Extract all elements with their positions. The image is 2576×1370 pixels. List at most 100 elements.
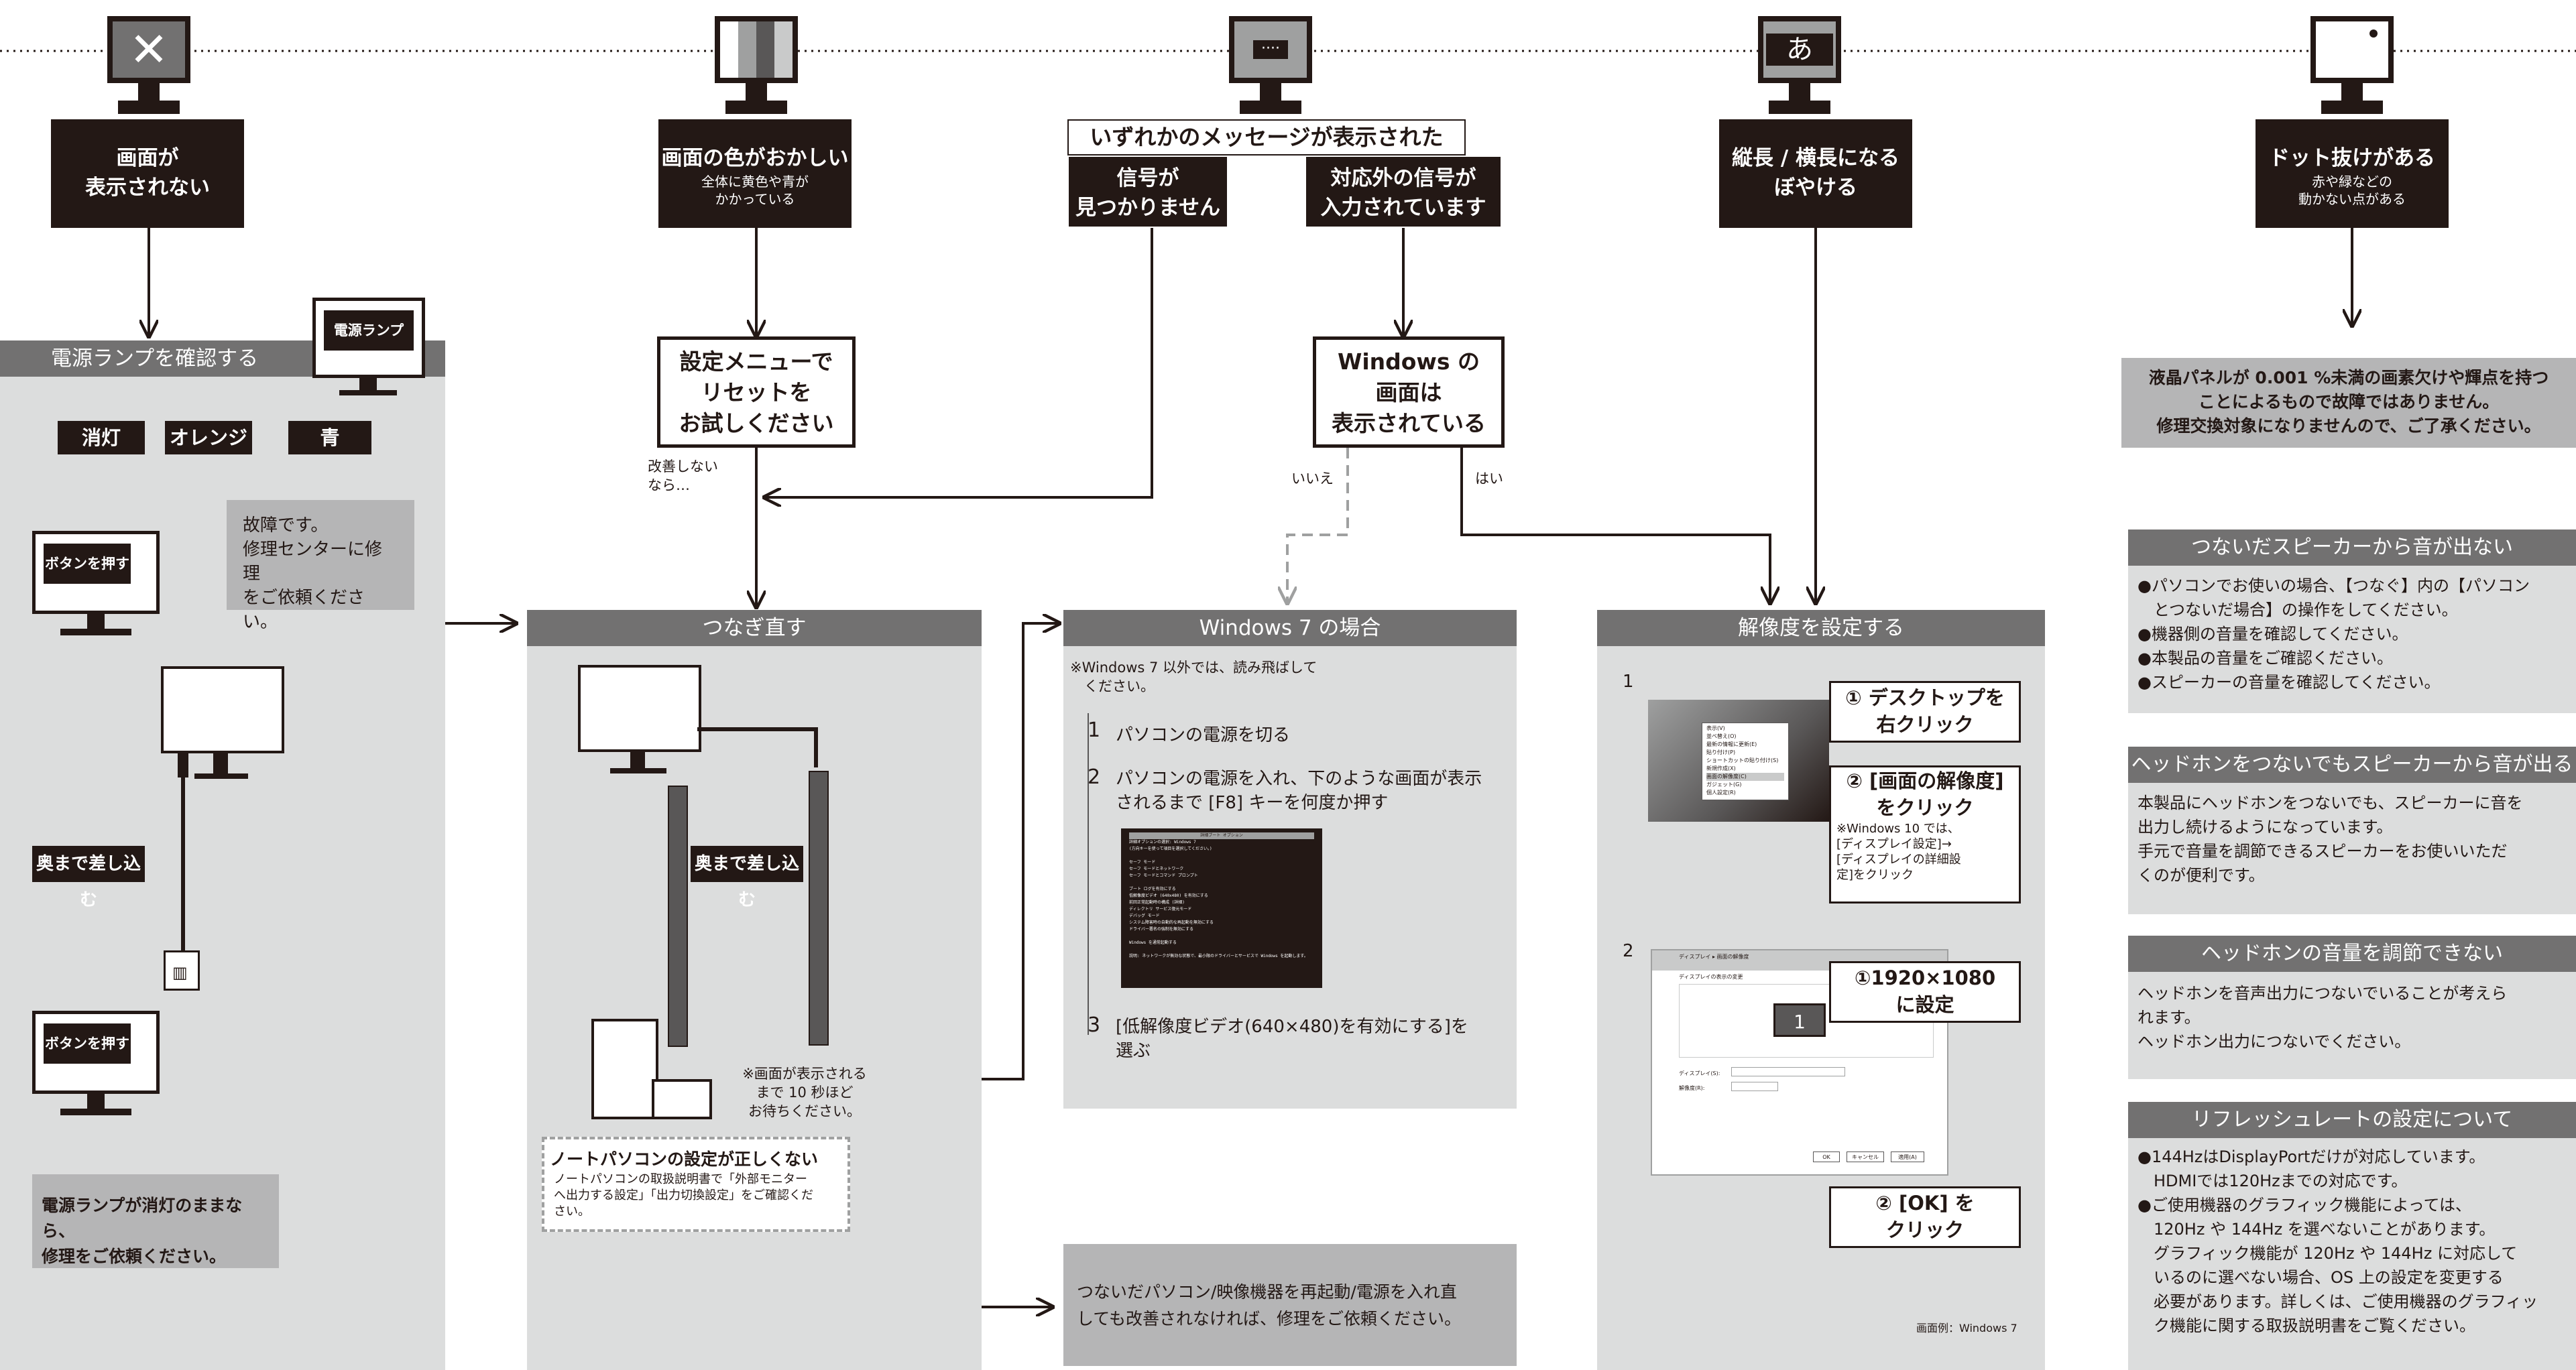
context-menu-item[interactable]: 並べ替え(O): [1706, 733, 1737, 739]
callout-click-ok: ② [OK] を クリック: [1829, 1186, 2021, 1248]
context-menu-item[interactable]: ガジェット(G): [1706, 782, 1742, 788]
boot-line: 低解像度ビデオ (640x480) を有効にする: [1129, 893, 1208, 898]
boot-line: システム障害時の自動的な再起動を無効にする: [1129, 920, 1214, 925]
dialog-monitor-number[interactable]: 1: [1773, 1003, 1826, 1037]
refresh-rate-panel: リフレッシュレートの設定について ●144HzはDisplayPortだけが対応…: [2128, 1102, 2576, 1370]
resolution-step2-num: 2: [1623, 941, 1634, 961]
screen-example-caption: 画面例：Windows 7: [1916, 1322, 2017, 1334]
context-menu-item[interactable]: ショートカットの貼り付け(S): [1706, 757, 1779, 763]
context-menu-item-resolution[interactable]: 画面の解像度(C): [1706, 773, 1784, 781]
wait-note: ※画面が表示される まで 10 秒ほど お待ちください。: [742, 1066, 867, 1119]
win7-panel: Windows 7 の場合 ※Windows 7 以外では、読み飛ばして くださ…: [1063, 610, 1517, 1109]
lamp-state-off: 消灯: [58, 421, 145, 454]
dialog-cancel-button[interactable]: キャンセル: [1847, 1151, 1884, 1162]
headphone-volume-body: ヘッドホンを音声出力につないでいることが考えら れます。 ヘッドホン出力につない…: [2138, 984, 2508, 1051]
refresh-rate-body: ●144HzはDisplayPortだけが対応しています。 HDMIでは120H…: [2138, 1147, 2538, 1335]
power-lamp-panel: 電源ランプを確認する 消灯 オレンジ 青 故障です。 修理センターに修理 をご依…: [0, 340, 445, 1370]
callout-screen-resolution: ② [画面の解像度] をクリック ※Windows 10 では、 [ディスプレイ…: [1829, 765, 2021, 904]
win7-step1-num: 1: [1088, 719, 1101, 742]
win7-note: ※Windows 7 以外では、読み飛ばして ください。: [1070, 660, 1318, 694]
laptop-setting-callout: ノートパソコンの設定が正しくない ノートパソコンの取扱説明書で「外部モニター へ…: [542, 1137, 850, 1232]
context-menu-item[interactable]: 新規作成(X): [1706, 765, 1736, 771]
video-cable-icon: [668, 786, 688, 1047]
plug-in-tag-center: 奥まで差し込む: [691, 846, 803, 910]
lamp-state-orange: オレンジ: [165, 421, 252, 454]
symptom-color-title: 画面の色がおかしい: [661, 146, 849, 170]
symptom-aspect: 縦長 / 横長になる ぼやける: [1719, 119, 1912, 228]
arrow-yes-to-resolution: [1460, 448, 1770, 603]
boot-line: ディレクトリ サービス復元モード: [1129, 907, 1192, 912]
message-banner: いずれかのメッセージが表示された: [1067, 119, 1466, 155]
outlet-icon: ▥: [164, 950, 200, 991]
boot-line: 前回正常起動時の構成 (詳細): [1129, 900, 1185, 905]
dialog-heading: ディスプレイの表示の変更: [1679, 974, 1743, 980]
context-menu: 表示(V) 並べ替え(O) 最新の情報に更新(E) 貼り付け(P) ショートカッ…: [1702, 723, 1789, 800]
power-plug-icon: [178, 751, 188, 777]
dialog-display-label: ディスプレイ(S):: [1679, 1070, 1720, 1076]
monitor-press-button-2: ボタンを押す: [32, 1011, 160, 1094]
desktop-screenshot: 表示(V) 並べ替え(O) 最新の情報に更新(E) 貼り付け(P) ショートカッ…: [1648, 700, 1829, 822]
power-lamp-badge: 電源ランプ: [312, 298, 425, 378]
win7-step2-num: 2: [1088, 765, 1101, 789]
pc-tower-icon: [591, 1019, 658, 1119]
boot-line: セーフ モードとコマンド プロンプト: [1129, 873, 1198, 878]
resolution-header: 解像度を設定する: [1597, 610, 2045, 646]
dialog-resolution-select[interactable]: [1731, 1082, 1778, 1091]
headphone-speaker-panel: ヘッドホンをつないでもスピーカーから音が出る 本製品にヘッドホンをつないでも、ス…: [2128, 747, 2576, 914]
outlet-glyph: ▥: [172, 963, 188, 982]
callout-screen-resolution-note: ※Windows 10 では、 [ディスプレイ設定]→ [ディスプレイの詳細設 …: [1836, 822, 1961, 882]
resolution-step1-num: 1: [1623, 672, 1634, 692]
boot-line: セーフ モード: [1129, 860, 1156, 865]
boot-line: Windows を通常起動する: [1129, 940, 1177, 945]
headphone-speaker-header: ヘッドホンをつないでもスピーカーから音が出る: [2128, 747, 2576, 783]
resolution-panel: 解像度を設定する 1 表示(V) 並べ替え(O) 最新の情報に更新(E) 貼り付…: [1597, 610, 2045, 1370]
monitor-dot-icon: [2310, 16, 2394, 83]
win7-step2-text: パソコンの電源を入れ、下のような画面が表示 されるまで [F8] キーを何度か押…: [1116, 769, 1482, 813]
speaker-no-sound-header: つないだスピーカーから音が出ない: [2128, 530, 2576, 566]
power-lamp-badge-label: 電源ランプ: [324, 310, 414, 351]
symptom-unsupported-signal: 対応外の信号が 入力されています: [1305, 155, 1502, 228]
speaker-no-sound-body: ●パソコンでお使いの場合、【つなぐ】内の【パソコン とつないだ場合】の操作をして…: [2138, 576, 2530, 692]
headphone-volume-panel: ヘッドホンの音量を調節できない ヘッドホンを音声出力につないでいることが考えら …: [2128, 936, 2576, 1079]
reconnect-header: つなぎ直す: [527, 610, 982, 646]
video-cable-icon-2: [809, 771, 829, 1046]
windows-yes-label: はい: [1475, 471, 1503, 487]
win7-step3-text: [低解像度ビデオ(640×480)を有効にする]を 選ぶ: [1116, 1017, 1468, 1061]
headphone-speaker-body: 本製品にヘッドホンをつないでも、スピーカーに音を 出力し続けるようになっています…: [2138, 794, 2523, 885]
callout-screen-resolution-title: ② [画面の解像度] をクリック: [1846, 769, 2004, 819]
win7-step1-text: パソコンの電源を切る: [1116, 725, 1291, 745]
context-menu-item[interactable]: 貼り付け(P): [1706, 749, 1736, 755]
dialog-monitor-preview: 1: [1679, 984, 1934, 1058]
dialog-display-select[interactable]: [1731, 1067, 1845, 1076]
power-lamp-result: 電源ランプが消灯のままなら、 修理をご依頼ください。: [32, 1174, 279, 1268]
headphone-volume-header: ヘッドホンの音量を調節できない: [2128, 936, 2576, 972]
press-button-label: ボタンを押す: [44, 544, 131, 584]
context-menu-item[interactable]: 表示(V): [1706, 725, 1725, 731]
symptom-dot: ドット抜けがある 赤や緑などの 動かない点がある: [2256, 119, 2449, 228]
reconnect-monitor: [578, 665, 701, 752]
restart-note: つないだパソコン/映像機器を再起動/電源を入れ直 しても改善されなければ、修理を…: [1063, 1244, 1517, 1366]
boot-line: 詳細ブート オプション: [1129, 832, 1314, 839]
dialog-ok-button[interactable]: OK: [1813, 1151, 1840, 1162]
symptom-dot-sub: 赤や緑などの 動かない点がある: [2298, 174, 2406, 207]
press-button-label-2: ボタンを押す: [44, 1023, 131, 1064]
dialog-resolution-label: 解像度(R):: [1679, 1085, 1705, 1091]
plug-in-tag-left: 奥まで差し込む: [32, 846, 145, 910]
boot-line: デバッグ モード: [1129, 914, 1160, 918]
win7-header: Windows 7 の場合: [1063, 610, 1517, 646]
monitor-outline: [161, 666, 284, 753]
reset-menu-box: 設定メニューで リセットを お試しください: [657, 336, 856, 448]
context-menu-item[interactable]: 個人設定(R): [1706, 790, 1736, 796]
monitor-x-icon: ✕: [107, 16, 190, 83]
reset-menu-note: 改善しない なら…: [648, 458, 718, 493]
monitor-message-icon: ····: [1229, 16, 1312, 83]
dialog-apply-button[interactable]: 適用(A): [1891, 1151, 1924, 1162]
boot-line: セーフ モードとネットワーク: [1129, 867, 1184, 871]
laptop-icon: [652, 1079, 712, 1119]
monitor-press-button-1: ボタンを押す: [32, 531, 160, 614]
laptop-setting-text: ノートパソコンの取扱説明書で「外部モニター へ出力する設定」「出力切換設定」をご…: [554, 1172, 813, 1219]
reconnect-panel: つなぎ直す 奥まで差し込む ※画面が表示される まで 10 秒ほど お待ちくださ…: [527, 610, 982, 1370]
symptom-color-sub: 全体に黄色や青が かかっている: [701, 174, 809, 207]
context-menu-item[interactable]: 最新の情報に更新(E): [1706, 741, 1757, 747]
symptom-color: 画面の色がおかしい 全体に黄色や青が かかっている: [658, 119, 852, 228]
